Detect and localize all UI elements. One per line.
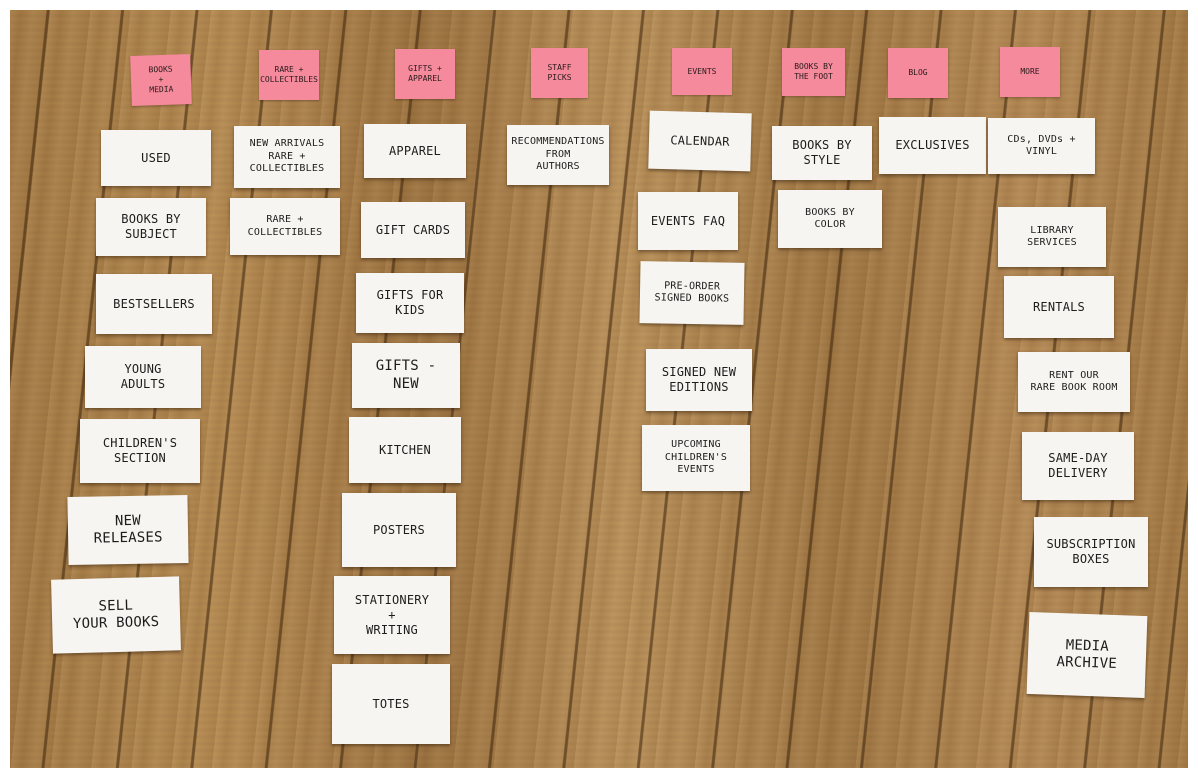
card-childrens-section: CHILDREN'S SECTION — [80, 419, 200, 483]
card-exclusives: EXCLUSIVES — [879, 117, 986, 174]
card-young-adults: YOUNG ADULTS — [85, 346, 201, 408]
card-totes: TOTES — [332, 664, 450, 744]
category-rare-collectibles: RARE + COLLECTIBLES — [259, 50, 319, 100]
card-cds-dvds-vinyl: CDs, DVDs + VINYL — [988, 118, 1095, 174]
card-gift-cards: GIFT CARDS — [361, 202, 465, 258]
card-books-by-style: BOOKS BY STYLE — [772, 126, 872, 180]
card-stationery-writing: STATIONERY + WRITING — [334, 576, 450, 654]
category-staff-picks: STAFF PICKS — [531, 48, 588, 98]
category-gifts-apparel: GIFTS + APPAREL — [395, 49, 455, 99]
card-books-by-color: BOOKS BY COLOR — [778, 190, 882, 248]
category-books-media: BOOKS + MEDIA — [130, 53, 192, 107]
category-blog: BLOG — [888, 48, 948, 98]
card-kitchen: KITCHEN — [349, 417, 461, 483]
card-events-faq: EVENTS FAQ — [638, 192, 738, 250]
card-books-by-subject: BOOKS BY SUBJECT — [96, 198, 206, 256]
card-rare-collectibles: RARE + COLLECTIBLES — [230, 198, 340, 255]
card-media-archive: MEDIA ARCHIVE — [1026, 611, 1148, 699]
card-sell-your-books: SELL YOUR BOOKS — [51, 576, 181, 654]
card-bestsellers: BESTSELLERS — [96, 274, 212, 334]
card-rent-rare-book-room: RENT OUR RARE BOOK ROOM — [1018, 352, 1130, 412]
category-events: EVENTS — [672, 48, 732, 95]
category-books-by-the-foot: BOOKS BY THE FOOT — [782, 48, 845, 96]
card-preorder-signed-books: PRE-ORDER SIGNED BOOKS — [639, 261, 745, 325]
card-rentals: RENTALS — [1004, 276, 1114, 338]
card-upcoming-childrens-events: UPCOMING CHILDREN'S EVENTS — [642, 425, 750, 491]
card-signed-new-editions: SIGNED NEW EDITIONS — [646, 349, 752, 411]
category-more: MORE — [1000, 47, 1060, 97]
card-new-arrivals-rare: NEW ARRIVALS RARE + COLLECTIBLES — [234, 126, 340, 188]
card-posters: POSTERS — [342, 493, 456, 567]
card-library-services: LIBRARY SERVICES — [998, 207, 1106, 267]
card-recommendations-from-authors: RECOMMENDATIONS FROM AUTHORS — [507, 125, 609, 185]
card-used: USED — [101, 130, 211, 186]
card-gifts-new: GIFTS - NEW — [352, 343, 460, 408]
card-apparel: APPAREL — [364, 124, 466, 178]
card-same-day-delivery: SAME-DAY DELIVERY — [1022, 432, 1134, 500]
card-gifts-for-kids: GIFTS FOR KIDS — [356, 273, 464, 333]
card-subscription-boxes: SUBSCRIPTION BOXES — [1034, 517, 1148, 587]
card-new-releases: NEW RELEASES — [67, 494, 189, 566]
card-calendar: CALENDAR — [648, 110, 752, 172]
